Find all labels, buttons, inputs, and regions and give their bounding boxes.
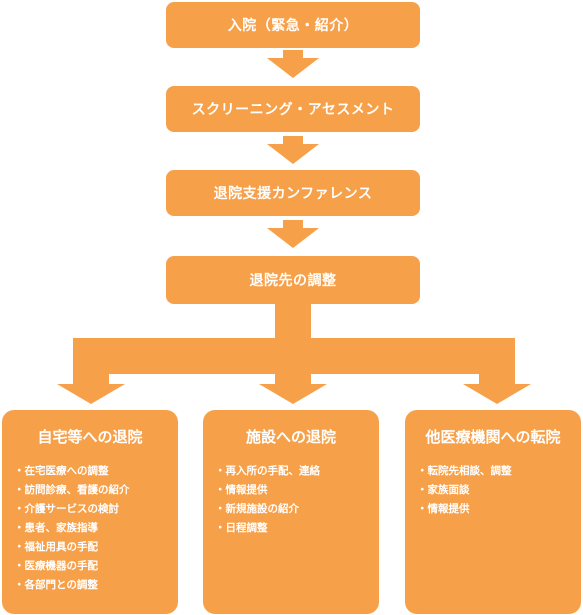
list-item: 家族面談	[417, 481, 512, 500]
branch-bar	[73, 338, 515, 374]
branch-card-home: 自宅等への退院 在宅医療への調整 訪問診療、看護の紹介 介護サービスの検討 患者…	[2, 410, 178, 614]
branch-arrow-right	[463, 372, 531, 404]
branch-list-facility: 再入所の手配、連絡 情報提供 新規施設の紹介 日程調整	[215, 462, 321, 538]
list-item: 福祉用具の手配	[14, 538, 130, 557]
down-arrow-1	[267, 50, 319, 78]
list-item: 日程調整	[215, 519, 320, 538]
list-item: 新規施設の紹介	[215, 500, 320, 519]
list-item: 再入所の手配、連絡	[215, 462, 321, 481]
list-item: 患者、家族指導	[14, 519, 130, 538]
branch-title-home: 自宅等への退院	[37, 428, 143, 446]
branch-card-transfer: 他医療機関への転院 転院先相談、調整 家族面談 情報提供	[405, 410, 581, 614]
list-item: 介護サービスの検討	[14, 500, 130, 519]
branch-title-transfer: 他医療機関への転院	[425, 428, 561, 446]
branch-card-facility: 施設への退院 再入所の手配、連絡 情報提供 新規施設の紹介 日程調整	[203, 410, 379, 614]
list-item: 各部門との調整	[14, 576, 130, 595]
branch-arrow-middle	[259, 372, 327, 404]
list-item: 転院先相談、調整	[417, 462, 512, 481]
step-discharge-conference: 退院支援カンファレンス	[166, 170, 420, 216]
step-screening-assessment: スクリーニング・アセスメント	[166, 86, 420, 132]
list-item: 医療機器の手配	[14, 557, 130, 576]
branch-arrow-left	[57, 372, 125, 404]
branch-list-transfer: 転院先相談、調整 家族面談 情報提供	[417, 462, 512, 519]
down-arrow-3	[267, 220, 319, 248]
step-discharge-coordination: 退院先の調整	[166, 256, 420, 304]
step-admission: 入院（緊急・紹介）	[166, 2, 420, 48]
branch-title-facility: 施設への退院	[245, 428, 336, 446]
branch-trunk	[275, 304, 311, 340]
list-item: 情報提供	[215, 481, 320, 500]
list-item: 情報提供	[417, 500, 512, 519]
down-arrow-2	[267, 136, 319, 164]
list-item: 訪問診療、看護の紹介	[14, 481, 130, 500]
branch-list-home: 在宅医療への調整 訪問診療、看護の紹介 介護サービスの検討 患者、家族指導 福祉…	[14, 462, 130, 595]
list-item: 在宅医療への調整	[14, 462, 130, 481]
